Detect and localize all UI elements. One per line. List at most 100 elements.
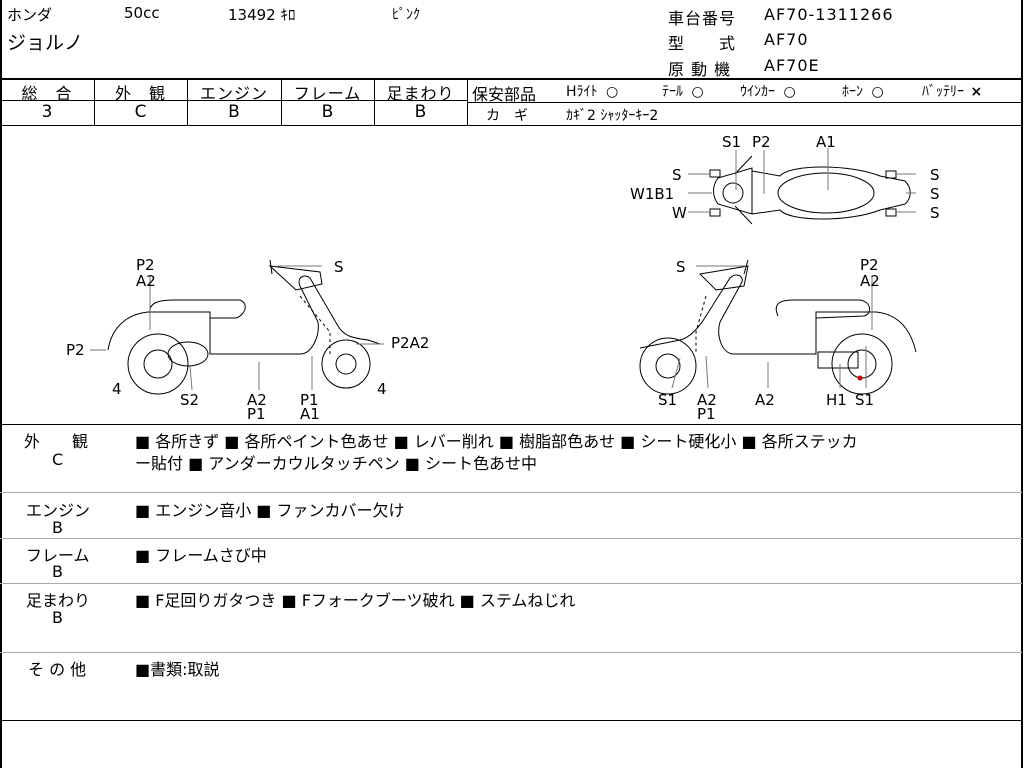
grade-value-overall: 3 [41,102,53,122]
left-side-scooter [107,259,381,395]
note-label-exterior: 外 観 [24,432,89,451]
diag-left-p1: P1 [300,391,319,409]
displacement: 50cc [124,4,160,22]
safety-item-name: ｳｲﾝｶｰ [740,84,775,100]
note-text-exterior-cont: ー貼付 ■ アンダーカウルタッチペン ■ シート色あせ中 [135,454,537,473]
safety-mid-line [467,102,1022,103]
safety-label: 保安部品 [472,85,537,104]
grade-value-exterior: C [134,102,147,122]
diag-right-h1: H1 [826,391,847,409]
diag-left-a2: A2 [136,272,156,290]
frame-right [1021,0,1023,768]
grade-label-suspension: 足まわり [386,84,455,103]
model-name: ジョルノ [7,32,84,54]
color: ﾋﾟﾝｸ [392,7,420,23]
diag-right-a2: A2 [755,391,775,409]
diag-left-p2-front: P2 [66,341,85,359]
diag-left-p2: P2 [136,256,155,274]
type-label: 型 式 [668,34,737,53]
grade-mid-line [0,100,467,101]
grade-value-engine: B [228,102,240,122]
note-grade-frame: B [52,562,63,581]
key-label: カ ギ [486,108,528,124]
note-text-suspension: ■ F足回りガタつき ■ Fフォークブーツ破れ ■ ステムねじれ [135,591,576,610]
note-grade-exterior: C [52,450,64,469]
diag-top-s: S [672,166,682,184]
note-grade-suspension: B [52,608,63,627]
diag-left-4-front: 4 [112,380,122,398]
note-text-other: ■書類:取説 [135,660,220,679]
grade-row-top [0,78,1022,80]
engine-value: AF70E [764,56,820,75]
grade-label-frame: フレーム [293,84,362,103]
diag-left-4-rear: 4 [377,380,387,398]
diag-top-a1: A1 [816,133,836,151]
diag-right-a2-low: A2 [697,391,717,409]
note-label-engine: エンジン [26,501,91,520]
safety-item-name: ﾃｰﾙ [662,84,683,100]
grade-divider [187,78,188,125]
safety-item-mark: ○ [691,84,704,100]
grade-label-exterior: 外 観 [114,84,166,103]
grade-divider [94,78,95,125]
maker: ホンダ [7,6,53,24]
diag-left-p2a2: P2A2 [391,334,430,352]
note-label-other: そ の 他 [28,660,87,679]
mileage: 13492 ｷﾛ [228,6,296,24]
top-view-scooter [709,155,911,225]
diag-left-p1-low: P1 [247,405,266,423]
grade-divider [374,78,375,125]
diag-left-a2-low: A2 [247,391,267,409]
grade-value-suspension: B [414,102,427,122]
diag-left-s2: S2 [180,391,200,409]
diag-right-s: S [676,258,686,276]
diag-top-s: S [930,166,940,184]
notes-divider [0,652,1022,653]
damage-marker [857,375,863,381]
note-text-exterior: ■ 各所きず ■ 各所ペイント色あせ ■ レバー削れ ■ 樹脂部色あせ ■ シー… [135,432,858,451]
diag-left-a1: A1 [300,405,320,423]
safety-item-name: Hﾗｲﾄ [566,84,598,100]
safety-item-mark: ○ [605,84,619,100]
safety-item-mark: × [970,84,983,100]
notes-bottom-line [0,720,1022,721]
diag-top-w: W [672,204,687,222]
notes-top-line [0,424,1022,425]
note-label-suspension: 足まわり [26,591,91,610]
safety-item-battery: ﾊﾞｯﾃﾘｰ × [922,81,982,101]
frame-number: AF70-1311266 [764,5,894,24]
safety-item-winker: ｳｲﾝｶｰ ○ [740,81,796,101]
note-label-frame: フレーム [26,546,90,565]
safety-item-mark: ○ [871,84,884,100]
grade-value-frame: B [321,102,334,122]
diag-top-s: S [930,185,940,203]
safety-item-name: ﾊﾞｯﾃﾘｰ [922,84,964,100]
diag-right-s1: S1 [658,391,678,409]
note-text-frame: ■ フレームさび中 [135,546,267,565]
safety-item-name: ﾎｰﾝ [842,84,863,100]
diag-top-s: S [930,204,940,222]
diag-right-p1: P1 [697,405,716,423]
safety-item-horn: ﾎｰﾝ ○ [842,81,884,101]
diag-right-a2: A2 [860,272,880,290]
right-side-scooter [639,259,917,395]
diag-right-s1-rear: S1 [855,391,875,409]
diag-right-p2: P2 [860,256,879,274]
grade-label-engine: エンジン [199,84,268,103]
notes-divider [0,538,1022,539]
frame-left [0,0,2,768]
diag-top-w1b1: W1B1 [630,185,675,203]
notes-divider [0,583,1022,584]
note-grade-engine: B [52,518,63,537]
diag-left-s: S [334,258,344,276]
safety-item-headlight: Hﾗｲﾄ ○ [566,81,618,101]
diag-top-s1: S1 [722,133,742,151]
frame-number-label: 車台番号 [668,9,737,28]
safety-item-mark: ○ [783,84,796,100]
damage-diagram [90,148,917,395]
safety-item-tail: ﾃｰﾙ ○ [662,81,704,101]
notes-divider [0,492,1022,493]
grade-divider [281,78,282,125]
type-value: AF70 [764,30,809,49]
grade-row-bottom [0,125,1022,126]
